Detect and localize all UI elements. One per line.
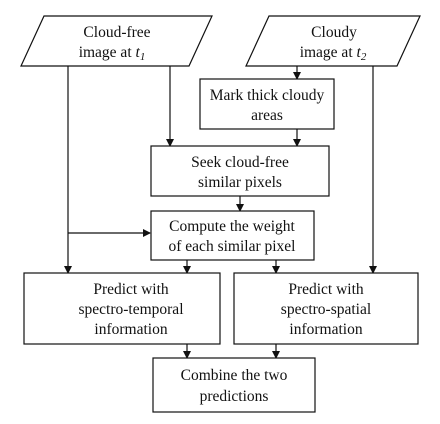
- cloud-free-image-prefix: image at: [79, 44, 136, 61]
- cloudy-image-var: t: [357, 44, 362, 61]
- seek-similar-pixels-line-1: Seek cloud-free: [191, 154, 289, 171]
- connectors: [64, 66, 377, 359]
- mark-cloudy-areas-line-2: areas: [251, 107, 283, 124]
- predict-spectro-temporal-line-2: spectro-temporal: [78, 301, 183, 318]
- compute-weight-line-2: of each similar pixel: [169, 238, 296, 255]
- node-predict-spectro-spatial: Predict with spectro-spatial information: [233, 272, 419, 345]
- node-cloudy-image: Cloudy image at t2: [245, 15, 421, 67]
- cloud-free-image-shape: [20, 15, 213, 67]
- cloudy-image-shape: [245, 15, 421, 67]
- cloud-free-image-sub: 1: [140, 51, 146, 63]
- predict-spectro-temporal-line-1: Predict with: [93, 281, 169, 298]
- cloud-free-image-line-2: image at t1: [79, 44, 146, 63]
- node-mark-cloudy-areas: Mark thick cloudy areas: [199, 78, 335, 130]
- node-seek-similar-pixels: Seek cloud-free similar pixels: [150, 145, 330, 197]
- mark-cloudy-areas-line-1: Mark thick cloudy: [210, 87, 325, 104]
- cloud-free-image-line-1: Cloud-free: [83, 24, 150, 41]
- predict-spectro-spatial-line-2: spectro-spatial: [281, 301, 371, 318]
- seek-similar-pixels-line-2: similar pixels: [198, 174, 282, 191]
- node-combine-predictions: Combine the two predictions: [152, 357, 316, 413]
- seek-similar-pixels-box: [150, 145, 330, 197]
- cloudy-image-line-1: Cloudy: [311, 24, 357, 41]
- predict-spectro-temporal-box: [23, 272, 221, 345]
- predict-spectro-spatial-box: [233, 272, 419, 345]
- predict-spectro-spatial-line-3: information: [289, 321, 362, 338]
- compute-weight-box: [150, 210, 315, 261]
- cloudy-image-prefix: image at: [300, 44, 357, 61]
- predict-spectro-temporal-line-3: information: [94, 321, 167, 338]
- cloudy-image-sub: 2: [361, 51, 367, 63]
- cloud-free-image-var: t: [136, 44, 141, 61]
- compute-weight-line-1: Compute the weight: [169, 218, 295, 235]
- node-cloud-free-image: Cloud-free image at t1: [20, 15, 213, 67]
- node-predict-spectro-temporal: Predict with spectro-temporal informatio…: [23, 272, 221, 345]
- combine-predictions-line-1: Combine the two: [181, 367, 288, 384]
- cloudy-image-line-2: image at t2: [300, 44, 367, 63]
- predict-spectro-spatial-line-1: Predict with: [288, 281, 364, 298]
- combine-predictions-box: [152, 357, 316, 413]
- combine-predictions-line-2: predictions: [200, 388, 269, 405]
- node-compute-weight: Compute the weight of each similar pixel: [150, 210, 315, 261]
- mark-cloudy-areas-box: [199, 78, 335, 130]
